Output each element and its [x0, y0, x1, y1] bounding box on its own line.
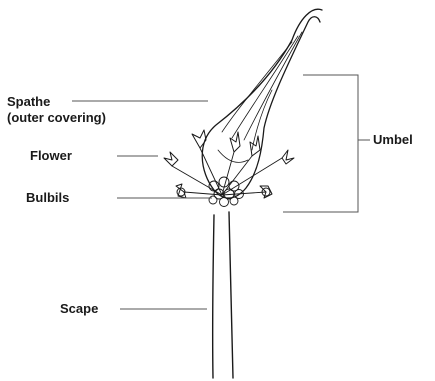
label-spathe-outer-covering: (outer covering): [7, 110, 106, 125]
label-scape: Scape: [60, 301, 98, 316]
flower-2: [164, 152, 178, 166]
flower-4: [230, 132, 240, 152]
label-bulbils: Bulbils: [26, 190, 69, 205]
flower-7: [260, 186, 272, 198]
flower-3: [176, 184, 186, 198]
scape-stem: [213, 215, 214, 378]
pedicel-5: [222, 156, 252, 195]
flower-6: [282, 150, 294, 164]
label-flower: Flower: [30, 148, 72, 163]
label-spathe: Spathe: [7, 94, 50, 109]
umbel-bracket: [283, 75, 358, 212]
scape-stem-inner: [229, 212, 233, 378]
pedicel-7: [222, 192, 266, 195]
label-umbel: Umbel: [373, 132, 413, 147]
spathe-vein-3: [244, 32, 302, 140]
flower-5: [250, 136, 260, 156]
